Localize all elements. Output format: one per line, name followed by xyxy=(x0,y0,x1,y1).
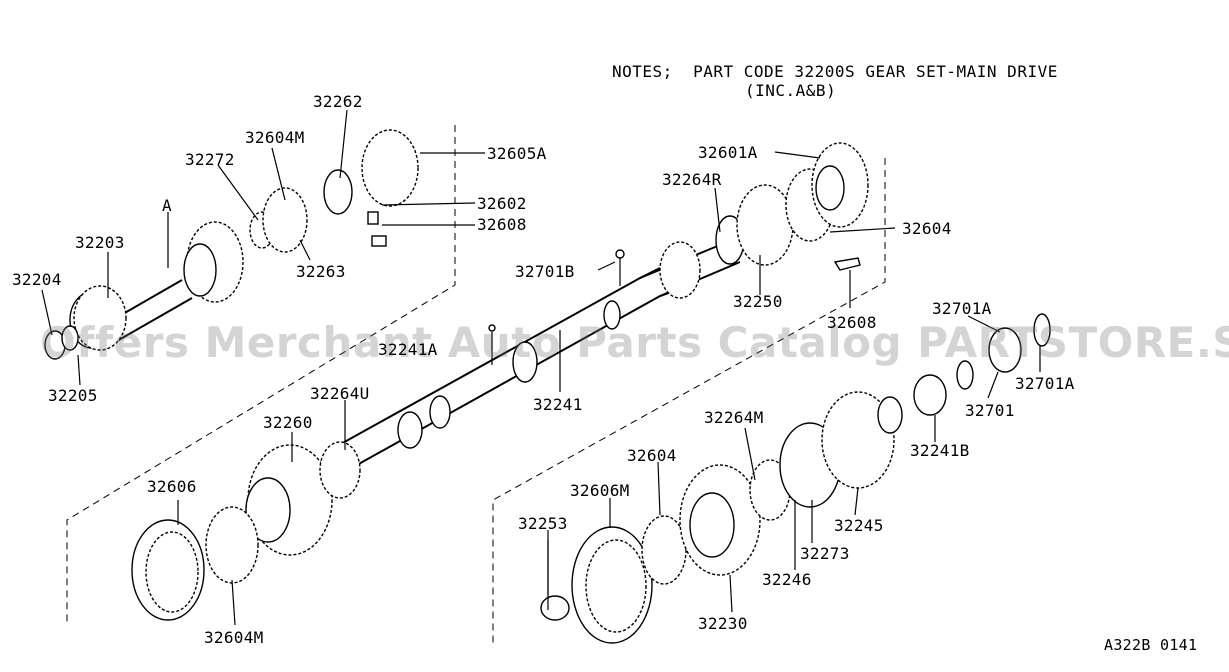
callout-32264U[interactable]: 32264U xyxy=(310,384,370,403)
main-drive-shaft xyxy=(44,129,419,360)
notes-line-2: (INC.A&B) xyxy=(745,81,837,100)
callout-32241B[interactable]: 32241B xyxy=(910,441,970,460)
leader-lines xyxy=(41,109,1041,626)
callout-32608-top[interactable]: 32608 xyxy=(477,215,527,234)
callout-32604M-top[interactable]: 32604M xyxy=(245,128,305,147)
callout-32604-mid[interactable]: 32604 xyxy=(627,446,677,465)
gear-group-lower-right xyxy=(540,313,1051,644)
callout-32272[interactable]: 32272 xyxy=(185,150,235,169)
callout-32701[interactable]: 32701 xyxy=(965,401,1015,420)
callout-32701A-top[interactable]: 32701A xyxy=(932,299,992,318)
callout-32262[interactable]: 32262 xyxy=(313,92,363,111)
callout-32602[interactable]: 32602 xyxy=(477,194,527,213)
callout-32264R[interactable]: 32264R xyxy=(662,170,722,189)
watermark: Offers Merchant Auto Parts Catalog PARTS… xyxy=(40,318,1229,367)
figure-code: A322B 0141 xyxy=(1104,636,1198,654)
callout-32701A-right[interactable]: 32701A xyxy=(1015,374,1075,393)
callout-32604-right[interactable]: 32604 xyxy=(902,219,952,238)
callout-32273[interactable]: 32273 xyxy=(800,544,850,563)
gear-cluster-upper-right xyxy=(736,142,869,271)
callout-32263[interactable]: 32263 xyxy=(296,262,346,281)
callout-32230[interactable]: 32230 xyxy=(698,614,748,633)
notes-line-1: NOTES; PART CODE 32200S GEAR SET-MAIN DR… xyxy=(612,62,1058,81)
callout-32604M-bottom[interactable]: 32604M xyxy=(204,628,264,647)
callout-32204[interactable]: 32204 xyxy=(12,270,62,289)
callout-32246[interactable]: 32246 xyxy=(762,570,812,589)
callout-32250[interactable]: 32250 xyxy=(733,292,783,311)
callout-32253[interactable]: 32253 xyxy=(518,514,568,533)
main-shaft xyxy=(329,215,745,471)
callout-32606[interactable]: 32606 xyxy=(147,477,197,496)
callout-A[interactable]: A xyxy=(162,196,172,215)
callout-32241A[interactable]: 32241A xyxy=(378,340,438,359)
callout-32241[interactable]: 32241 xyxy=(533,395,583,414)
callout-32606M[interactable]: 32606M xyxy=(570,481,630,500)
callout-32264M[interactable]: 32264M xyxy=(704,408,764,427)
assembly-boundaries xyxy=(66,125,886,645)
callout-32701B[interactable]: 32701B xyxy=(515,262,575,281)
callout-32205[interactable]: 32205 xyxy=(48,386,98,405)
callout-32203[interactable]: 32203 xyxy=(75,233,125,252)
gear-group-lower-left xyxy=(131,441,361,621)
callout-32245[interactable]: 32245 xyxy=(834,516,884,535)
callout-32608-right[interactable]: 32608 xyxy=(827,313,877,332)
callout-32605A[interactable]: 32605A xyxy=(487,144,547,163)
callout-32260[interactable]: 32260 xyxy=(263,413,313,432)
callout-32601A[interactable]: 32601A xyxy=(698,143,758,162)
